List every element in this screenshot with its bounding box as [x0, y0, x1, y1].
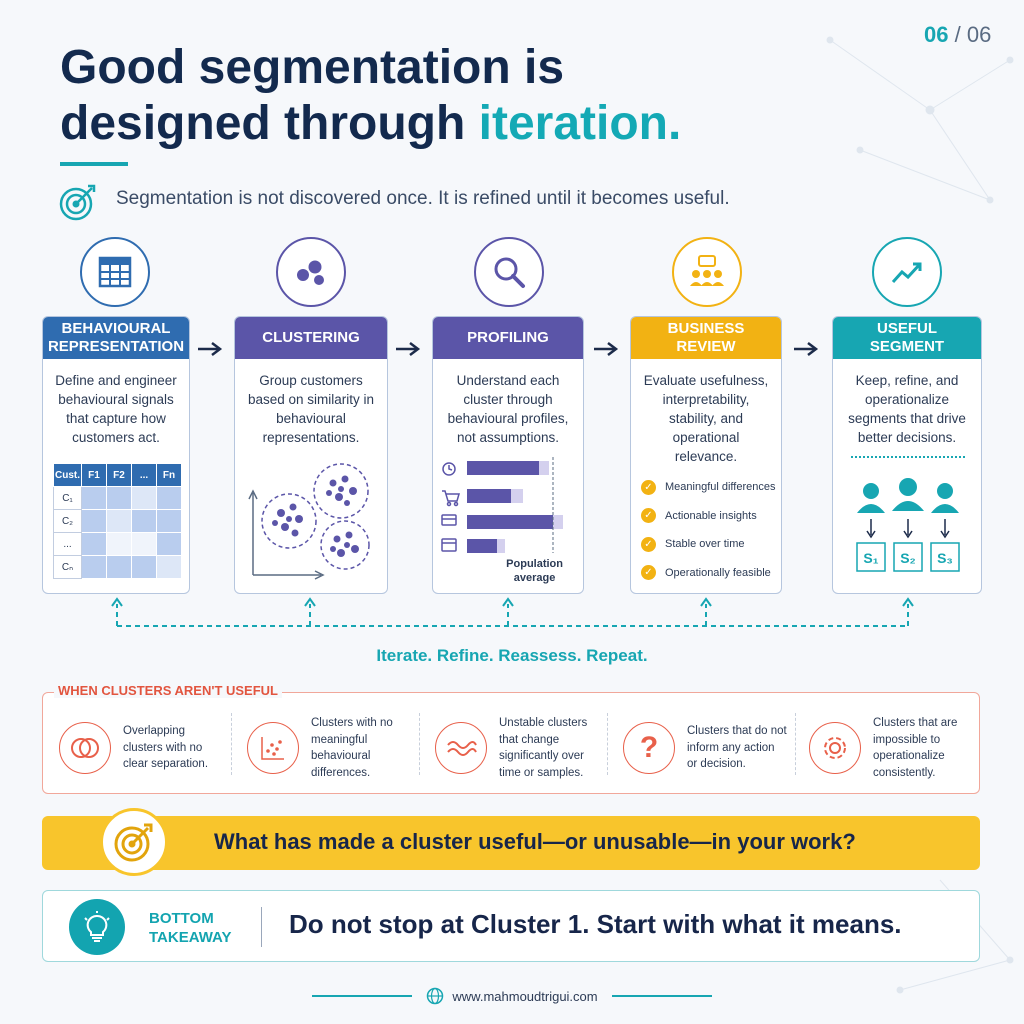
matrix-row-label: ...	[53, 532, 82, 556]
clusters-icon	[276, 237, 346, 307]
title-line-1: Good segmentation is	[60, 41, 565, 94]
arrow-right-icon	[396, 342, 421, 356]
profile-bar-chart	[441, 457, 563, 553]
page-current: 06	[924, 22, 949, 47]
arrow-right-icon	[594, 342, 619, 356]
step-description: Evaluate usefulness, interpretability, s…	[643, 373, 769, 464]
reflection-question-bar	[42, 816, 980, 870]
matrix-row-label: C₁	[53, 486, 82, 510]
segment-label: S₃	[937, 550, 953, 566]
page-total: 06	[966, 22, 992, 47]
page-title: Good segmentation is designed through it…	[60, 40, 820, 152]
team-icon	[672, 237, 742, 307]
matrix-row-label: Cₙ	[53, 555, 82, 579]
matrix-header: F2	[106, 463, 132, 487]
checklist-item: ✓Stable over time	[641, 530, 775, 559]
feature-matrix: Cust. F1 F2 ... Fn C₁ C₂ ... Cₙ	[53, 463, 182, 579]
step-description: Understand each cluster through behaviou…	[447, 373, 569, 445]
checklist-item: ✓Actionable insights	[641, 502, 775, 531]
check-icon: ✓	[641, 508, 656, 524]
step-card-profiling: PROFILING Understand each cluster throug…	[432, 316, 584, 594]
magnifier-icon	[474, 237, 544, 307]
step-description: Keep, refine, and operationalize segment…	[848, 373, 966, 445]
cluster-scatter-icon	[248, 463, 370, 580]
title-line-2: designed through	[60, 97, 479, 150]
reflection-question: What has made a cluster useful—or unusab…	[214, 829, 856, 854]
warning-panel: Overlapping clusters with no clear separ…	[42, 692, 980, 794]
segment-label: S₁	[863, 550, 879, 566]
title-accent: iteration.	[478, 97, 682, 150]
warning-item: Unstable clusters that change significan…	[435, 713, 599, 783]
question-icon: ?	[623, 722, 675, 774]
gear-icon	[809, 722, 861, 774]
warning-item: Overlapping clusters with no clear separ…	[59, 713, 223, 783]
review-checklist: ✓Meaningful differences ✓Actionable insi…	[641, 473, 775, 587]
scatter-icon	[247, 722, 299, 774]
matrix-header: Fn	[156, 463, 182, 487]
page-separator: /	[954, 22, 961, 47]
wave-icon	[435, 722, 487, 774]
step-description: Define and engineer behavioural signals …	[55, 373, 177, 445]
page-number: 06 / 06	[924, 22, 991, 48]
footer: www.mahmoudtrigui.com	[0, 986, 1024, 1006]
target-icon	[100, 808, 168, 876]
table-icon	[80, 237, 150, 307]
globe-icon	[427, 987, 444, 1005]
checklist-item: ✓Meaningful differences	[641, 473, 775, 502]
check-icon: ✓	[641, 536, 656, 552]
step-description: Group customers based on similarity in b…	[247, 373, 375, 445]
step-title: PROFILING	[433, 317, 583, 359]
matrix-header: F1	[81, 463, 107, 487]
segments-icon	[851, 456, 965, 572]
iteration-loop-label: Iterate. Refine. Reassess. Repeat.	[376, 646, 648, 665]
step-title: CLUSTERING	[235, 317, 387, 359]
arrow-right-icon	[794, 342, 819, 356]
matrix-row-label: C₂	[53, 509, 82, 533]
warning-title: WHEN CLUSTERS AREN'T USEFUL	[54, 683, 282, 698]
iteration-loop-arrows	[111, 597, 914, 627]
check-icon: ✓	[641, 565, 656, 581]
title-underline	[60, 162, 128, 166]
target-icon	[59, 184, 96, 221]
warning-item: Clusters that are impossible to operatio…	[809, 713, 973, 783]
subtitle: Segmentation is not discovered once. It …	[116, 188, 730, 209]
arrow-right-icon	[198, 342, 223, 356]
warning-item: ? Clusters that do not inform any action…	[623, 713, 787, 783]
checklist-item: ✓Operationally feasible	[641, 559, 775, 588]
lightbulb-icon	[69, 899, 125, 955]
matrix-header: Cust.	[53, 463, 82, 487]
warning-item: Clusters with no meaningful behavioural …	[247, 713, 411, 783]
segment-label: S₂	[900, 550, 916, 566]
growth-icon	[872, 237, 942, 307]
check-icon: ✓	[641, 479, 656, 495]
overlap-icon	[59, 722, 111, 774]
website-link[interactable]: www.mahmoudtrigui.com	[452, 988, 598, 1004]
step-card-clustering: CLUSTERING Group customers based on simi…	[234, 316, 388, 594]
matrix-header: ...	[131, 463, 157, 487]
takeaway-text: Do not stop at Cluster 1. Start with wha…	[289, 909, 902, 939]
